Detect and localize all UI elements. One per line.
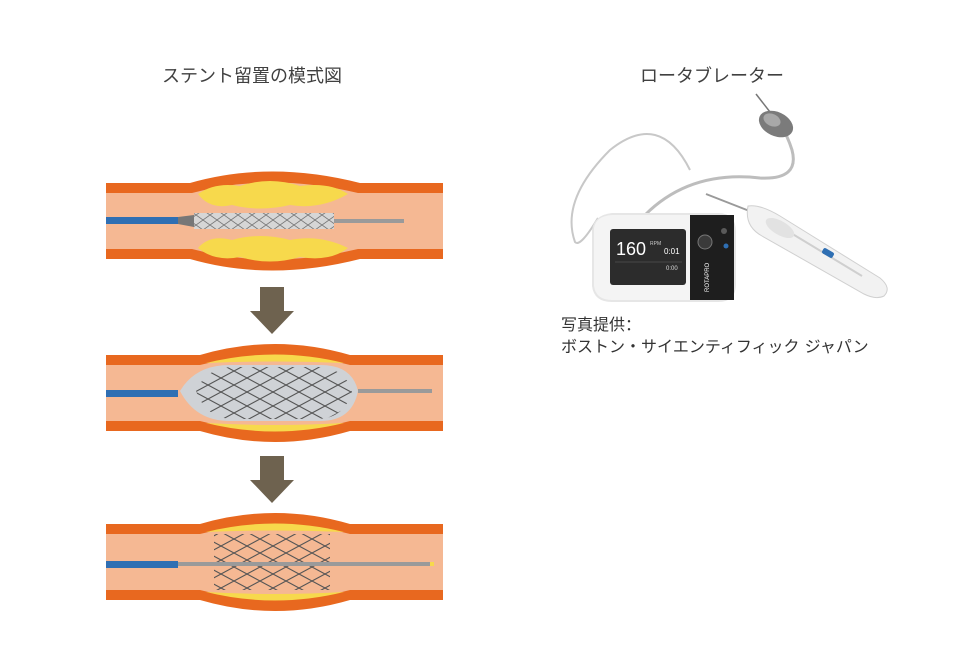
compressed-plaque-bottom [206, 423, 344, 432]
catheter [106, 561, 178, 568]
console-time: 0:01 [664, 247, 680, 256]
console-screen [610, 229, 686, 285]
catheter [106, 390, 178, 397]
compressed-plaque-top [206, 354, 344, 363]
plaque-bottom [198, 236, 348, 262]
photo-credit-label: 写真提供： [561, 315, 642, 334]
console-brand: ROTAPRO [705, 262, 711, 292]
console-time-2: 0:00 [666, 266, 678, 272]
plaque-top [198, 181, 348, 209]
guidewire [334, 219, 404, 223]
guidewire [178, 562, 432, 566]
down-arrow-2 [250, 456, 294, 503]
photo-credit-company: ボストン・サイエンティフィック ジャパン [561, 337, 869, 356]
console-cable [570, 133, 691, 244]
catheter [106, 217, 178, 224]
vessel-stage-1 [106, 171, 443, 271]
compressed-plaque-bottom [206, 592, 344, 601]
rotablator-advancer [705, 193, 888, 299]
guidewire [358, 389, 432, 393]
rotapro-console: 160 RPM 0:01 0:00 ROTAPRO [592, 213, 736, 302]
console-unit: RPM [650, 241, 661, 247]
vessel-stage-2 [106, 344, 443, 442]
stent-diagram-title: ステント留置の模式図 [162, 66, 342, 87]
console-speed: 160 [616, 239, 646, 259]
compressed-plaque-top [206, 523, 344, 532]
console-knob [697, 234, 713, 250]
rotablator-title: ロータブレーター [640, 66, 784, 87]
vessel-stage-3 [106, 513, 443, 611]
down-arrow-1 [250, 287, 294, 334]
